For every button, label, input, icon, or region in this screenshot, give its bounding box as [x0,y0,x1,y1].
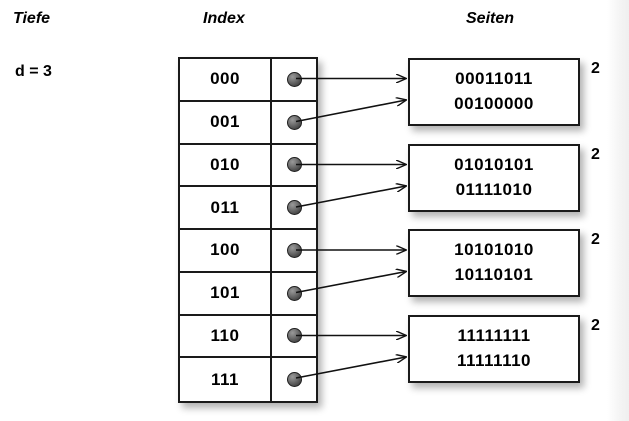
pointer-dot-icon [286,285,302,301]
pointer-dot-icon [286,242,302,258]
table-row: 100 [180,230,316,273]
page-record: 11111111 [457,326,531,346]
table-row: 001 [180,101,316,145]
directory-pointer-cell [272,358,316,401]
directory-pointer-cell [272,316,316,357]
page-record: 11111110 [456,351,531,370]
page-local-depth: 2 [591,146,600,163]
pointer-dot-icon [286,71,302,87]
pointer-dot-icon [286,200,302,216]
pointer-dot-icon [286,328,302,344]
table-row: 111 [180,358,316,401]
directory-pointer-cell [272,187,316,228]
page-local-depth: 2 [591,317,600,334]
page-local-depth: 2 [591,231,600,248]
page-record: 10110101 [454,265,534,284]
table-row: 101 [180,272,316,316]
directory-pointer-cell [272,102,316,143]
directory-key: 000 [180,59,272,100]
directory-pointer-cell [272,230,316,271]
directory-key: 100 [180,230,272,271]
directory-key: 111 [180,358,272,401]
column-header-index: Index [203,10,245,27]
pointer-dot-icon [286,157,302,173]
table-row: 110 [180,315,316,359]
page-record: 10101010 [454,240,534,260]
directory-key: 001 [180,101,272,143]
column-header-depth: Tiefe [13,10,51,27]
page-record: 00100000 [454,94,534,113]
directory-key: 110 [180,315,272,357]
table-row: 000 [180,59,316,102]
global-depth-value: d = 3 [15,63,52,80]
page-bucket-box: 10101010 10110101 [408,229,580,297]
directory-key: 010 [180,144,272,186]
page-bucket-box: 00011011 00100000 [408,58,580,126]
page-record: 01010101 [454,155,534,175]
pointer-dot-icon [286,114,302,130]
table-row: 011 [180,187,316,230]
page-bucket-box: 01010101 01111010 [408,144,580,212]
directory-pointer-cell [272,273,316,314]
page-record: 00011011 [455,69,533,89]
page-record: 01111010 [455,180,533,199]
directory-pointer-cell [272,145,316,186]
column-header-pages: Seiten [466,10,515,27]
pointer-dot-icon [286,372,302,388]
directory-key: 011 [180,187,272,228]
background-gradient-band [607,0,629,421]
directory-key: 101 [180,272,272,314]
page-local-depth: 2 [591,60,600,77]
index-directory-table: 000 001 010 011 100 [178,57,318,403]
page-bucket-box: 11111111 11111110 [408,315,580,383]
table-row: 010 [180,144,316,188]
directory-pointer-cell [272,59,316,100]
